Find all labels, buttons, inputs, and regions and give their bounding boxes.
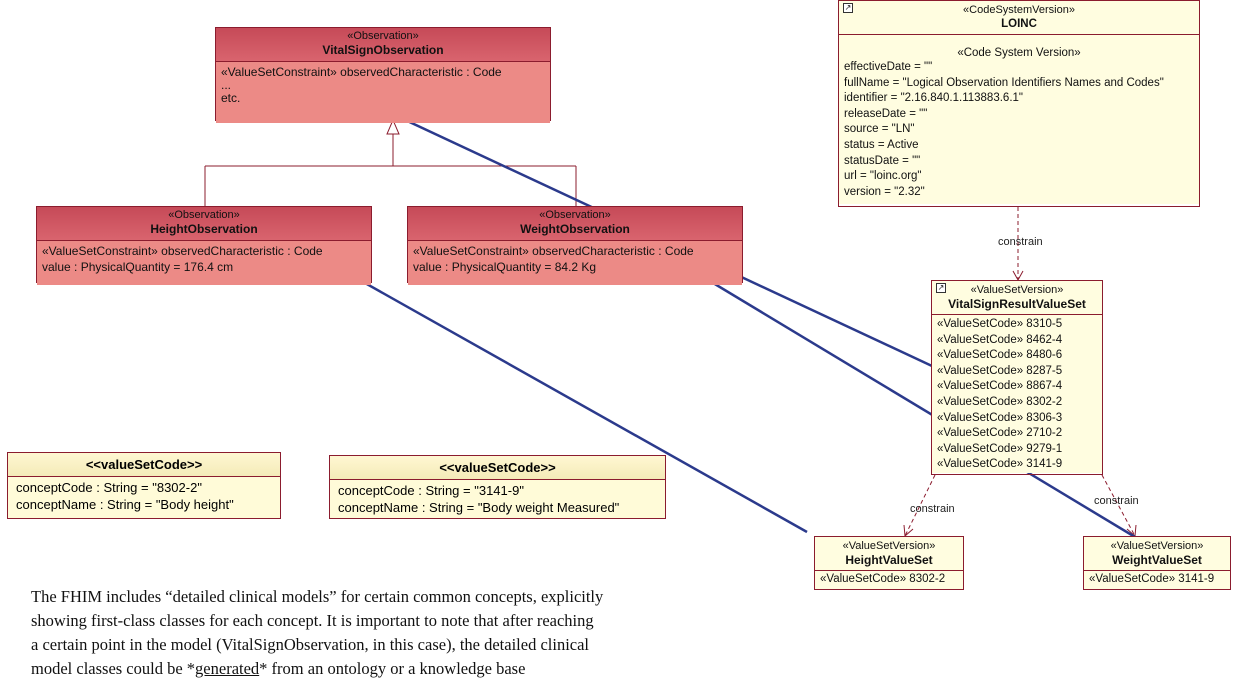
class-header: ↗ «ValueSetVersion» VitalSignResultValue…	[932, 281, 1102, 315]
value-set-code: «ValueSetCode» 8306-3	[937, 411, 1063, 424]
slot: conceptCode : String = "3141-9"	[338, 483, 524, 498]
stereotype-label: «ValueSetVersion»	[842, 540, 936, 552]
class-name: VitalSignObservation	[322, 43, 444, 57]
attribute: fullName = "Logical Observation Identifi…	[844, 76, 1164, 89]
attribute: releaseDate = ""	[844, 107, 928, 120]
value-set-code: «ValueSetCode» 8287-5	[937, 364, 1063, 377]
text-fragment: * from an ontology or a knowledge base	[259, 659, 526, 678]
emphasized-word: generated	[195, 659, 260, 678]
constrain-label: constrain	[910, 503, 955, 515]
loinc-code-system-class[interactable]: ↗ «CodeSystemVersion» LOINC «Code System…	[838, 0, 1200, 207]
class-attributes: «ValueSetConstraint» observedCharacteris…	[37, 241, 371, 285]
attribute: url = "loinc.org"	[844, 170, 922, 183]
value-set-code-list: «ValueSetCode» 8310-5 «ValueSetCode» 8462…	[937, 317, 1097, 473]
element-icon: ↗	[843, 3, 853, 13]
class-header: «ValueSetVersion» HeightValueSet	[815, 537, 963, 571]
stereotype-label: «Observation»	[347, 30, 419, 42]
attribute: «ValueSetConstraint» observedCharacteris…	[221, 65, 502, 79]
slot: conceptName : String = "Body height"	[16, 497, 234, 512]
value-set-code: «ValueSetCode» 8480-6	[937, 349, 1063, 362]
stereotype-label: «Observation»	[168, 209, 240, 221]
attribute: version = "2.32"	[844, 185, 925, 198]
attribute: identifier = "2.16.840.1.113883.6.1"	[844, 92, 1023, 105]
weight-value-set-class[interactable]: «ValueSetVersion» WeightValueSet «ValueS…	[1083, 536, 1231, 590]
weight-observation-class[interactable]: «Observation» WeightObservation «ValueSe…	[407, 206, 743, 285]
instance-title: <<valueSetCode>>	[330, 456, 665, 480]
value-set-code: «ValueSetCode» 8867-4	[937, 380, 1063, 393]
class-header: «Observation» HeightObservation	[37, 207, 371, 241]
slot: conceptName : String = "Body weight Meas…	[338, 500, 620, 515]
class-header: ↗ «CodeSystemVersion» LOINC	[839, 1, 1199, 35]
attribute: value : PhysicalQuantity = 176.4 cm	[42, 260, 234, 274]
class-name: WeightObservation	[520, 222, 630, 236]
paragraph-line: The FHIM includes “detailed clinical mod…	[31, 587, 604, 606]
value-set-code: «ValueSetCode» 8462-4	[937, 333, 1063, 346]
instance-slots: conceptCode : String = "3141-9" conceptN…	[330, 480, 665, 518]
attribute: effectiveDate = ""	[844, 61, 933, 73]
element-icon: ↗	[936, 283, 946, 293]
value-set-code: «ValueSetCode» 8302-2	[937, 395, 1063, 408]
class-name: WeightValueSet	[1112, 553, 1202, 567]
slot: conceptCode : String = "8302-2"	[16, 480, 202, 495]
class-header: «Observation» WeightObservation	[408, 207, 742, 241]
attribute: source = "LN"	[844, 123, 915, 136]
attribute: «ValueSetConstraint» observedCharacteris…	[413, 244, 694, 258]
vitalsign-observation-class[interactable]: «Observation» VitalSignObservation «Valu…	[215, 27, 551, 123]
class-attributes: «ValueSetCode» 8310-5 «ValueSetCode» 8462…	[932, 315, 1102, 473]
class-name: HeightValueSet	[845, 553, 933, 567]
class-name: HeightObservation	[150, 222, 258, 236]
class-attributes: «Code System Version» effectiveDate = ""…	[839, 35, 1199, 204]
stereotype-label: «ValueSetVersion»	[970, 284, 1064, 296]
value-set-code: «ValueSetCode» 8302-2	[815, 571, 963, 589]
class-attributes: «ValueSetConstraint» observedCharacteris…	[216, 62, 550, 123]
height-value-set-class[interactable]: «ValueSetVersion» HeightValueSet «ValueS…	[814, 536, 964, 590]
height-observation-class[interactable]: «Observation» HeightObservation «ValueSe…	[36, 206, 372, 285]
paragraph-line: showing first-class classes for each con…	[31, 611, 594, 630]
sub-stereotype-label: «Code System Version»	[957, 47, 1081, 59]
class-attributes: «ValueSetConstraint» observedCharacteris…	[408, 241, 742, 285]
vital-sign-result-value-set-class[interactable]: ↗ «ValueSetVersion» VitalSignResultValue…	[931, 280, 1103, 475]
class-header: «Observation» VitalSignObservation	[216, 28, 550, 62]
stereotype-label: «CodeSystemVersion»	[963, 4, 1075, 16]
class-name: VitalSignResultValueSet	[948, 297, 1086, 311]
paragraph-line: a certain point in the model (VitalSignO…	[31, 635, 590, 654]
attribute: statusDate = ""	[844, 154, 921, 167]
value-set-code: «ValueSetCode» 2710-2	[937, 427, 1063, 440]
value-set-code: «ValueSetCode» 3141-9	[1084, 571, 1230, 589]
value-set-code-instance-height[interactable]: <<valueSetCode>> conceptCode : String = …	[7, 452, 281, 519]
attribute: etc.	[221, 91, 241, 105]
description-paragraph: The FHIM includes “detailed clinical mod…	[31, 585, 791, 681]
paragraph-line: model classes could be *generated* from …	[31, 657, 791, 681]
instance-title: <<valueSetCode>>	[8, 453, 280, 477]
generalization-connector	[204, 118, 577, 206]
value-set-code: «ValueSetCode» 3141-9	[937, 458, 1063, 471]
instance-slots: conceptCode : String = "8302-2" conceptN…	[8, 477, 280, 515]
attribute: «ValueSetConstraint» observedCharacteris…	[42, 244, 323, 258]
attribute: value : PhysicalQuantity = 84.2 Kg	[413, 260, 597, 274]
attribute: ...	[221, 78, 232, 92]
stereotype-label: «Observation»	[539, 209, 611, 221]
value-set-code-instance-weight[interactable]: <<valueSetCode>> conceptCode : String = …	[329, 455, 666, 519]
class-name: LOINC	[1001, 18, 1037, 30]
attribute-list: effectiveDate = "" fullName = "Logical Ob…	[844, 60, 1194, 200]
value-set-code: «ValueSetCode» 9279-1	[937, 442, 1063, 455]
value-set-code: «ValueSetCode» 8310-5	[937, 318, 1063, 330]
constrain-label: constrain	[998, 236, 1043, 248]
class-header: «ValueSetVersion» WeightValueSet	[1084, 537, 1230, 571]
constrain-label: constrain	[1094, 495, 1139, 507]
attribute: status = Active	[844, 138, 919, 151]
text-fragment: model classes could be *	[31, 659, 196, 678]
stereotype-label: «ValueSetVersion»	[1110, 540, 1204, 552]
